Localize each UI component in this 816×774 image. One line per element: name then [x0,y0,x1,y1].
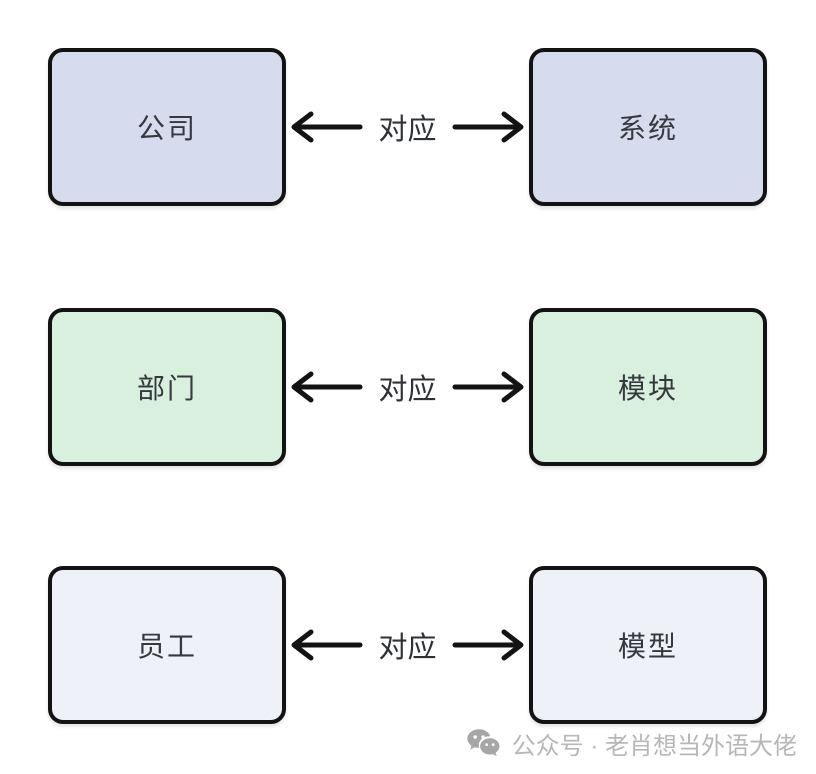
node-box-right: 系统 [529,48,767,206]
mapping-row-department-module: 部门 对应 模块 [48,308,767,466]
arrow-left-icon [291,111,363,143]
watermark: 公众号 · 老肖想当外语大佬 [466,726,797,761]
node-box-left: 公司 [48,48,286,206]
wechat-icon [467,729,500,757]
arrow-right-icon [452,111,523,143]
relation-label: 对应 [378,374,437,406]
connector: 对应 [286,48,529,206]
mapping-row-employee-model: 员工 对应 模型 [48,566,767,724]
connector: 对应 [286,566,529,724]
connector: 对应 [286,308,529,466]
arrow-right-icon [452,371,523,403]
arrow-right-icon [452,629,523,661]
node-box-right: 模型 [529,566,767,724]
arrow-left-icon [291,371,363,403]
node-box-right: 模块 [529,308,767,466]
watermark-text: 公众号 · 老肖想当外语大佬 [511,733,797,760]
relation-label: 对应 [378,632,437,664]
relation-label: 对应 [378,114,437,146]
node-box-left: 部门 [48,308,286,466]
node-box-left: 员工 [48,566,286,724]
arrow-left-icon [291,629,363,661]
mapping-row-company-system: 公司 对应 系统 [48,48,767,206]
